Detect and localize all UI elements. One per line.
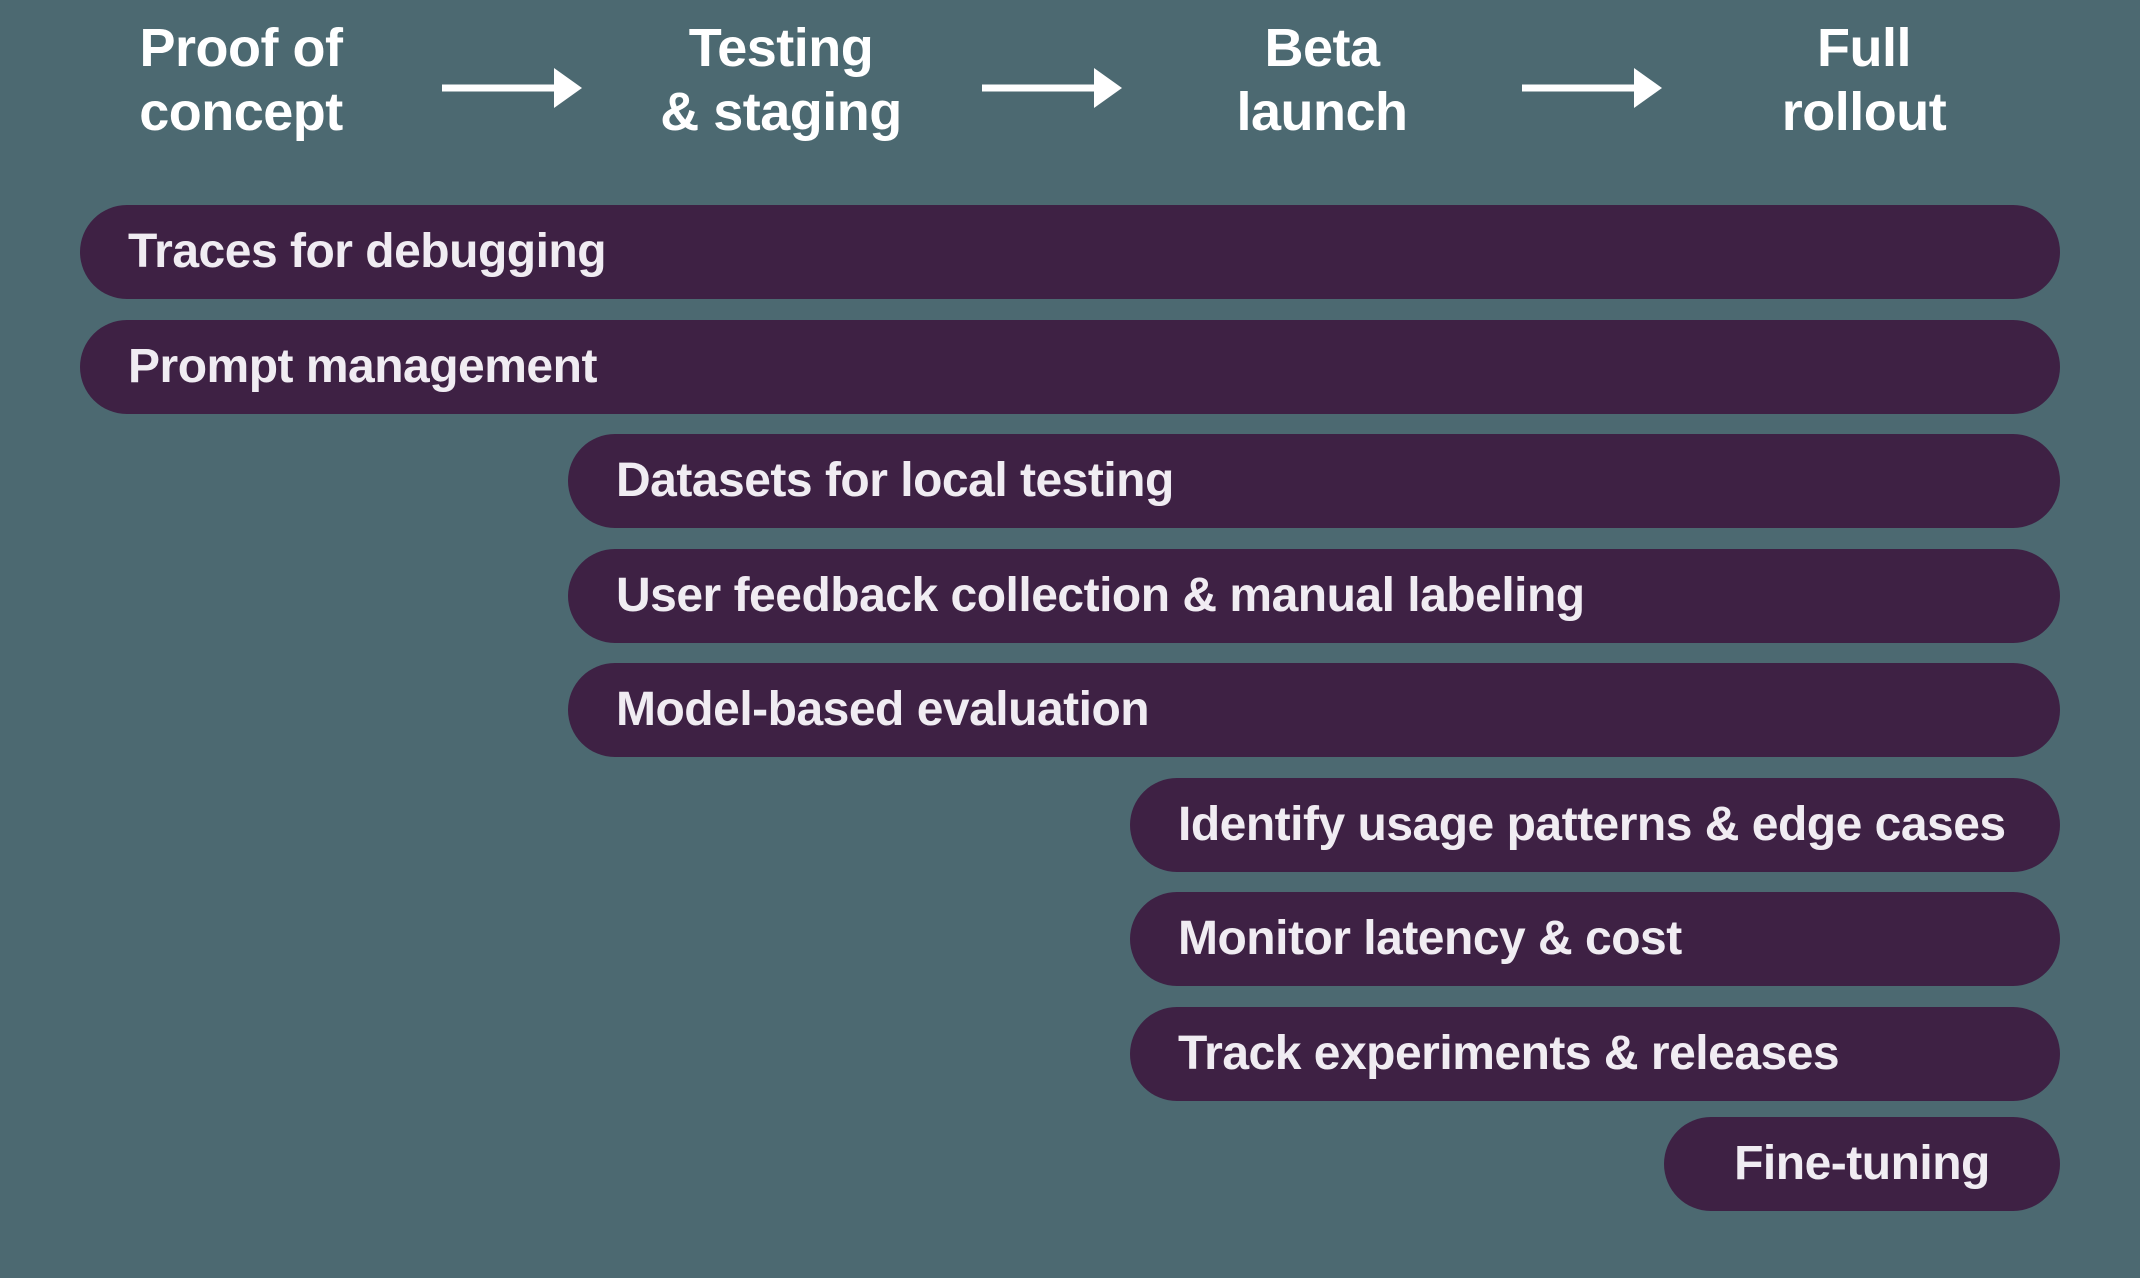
stage-label-line: concept	[139, 82, 343, 142]
bar-model-based-evaluation: Model-based evaluation	[568, 663, 2060, 757]
stage-label-line: rollout	[1781, 82, 1947, 142]
stage-label-line: Proof of	[139, 18, 343, 78]
right-arrow-icon	[442, 68, 582, 108]
stage-header-proof-of-concept: Proof of concept	[11, 16, 471, 144]
bar-track-experiments-releases: Track experiments & releases	[1130, 1007, 2060, 1101]
stage-label-line: launch	[1236, 82, 1408, 142]
stage-label-line: Beta	[1264, 18, 1380, 78]
right-arrow-icon	[1522, 68, 1662, 108]
bar-fine-tuning: Fine-tuning	[1664, 1117, 2060, 1211]
bar-datasets-for-local-testing: Datasets for local testing	[568, 434, 2060, 528]
bar-identify-usage-patterns: Identify usage patterns & edge cases	[1130, 778, 2060, 872]
stage-label-line: Full	[1817, 18, 1911, 78]
bar-traces-for-debugging: Traces for debugging	[80, 205, 2060, 299]
bar-prompt-management: Prompt management	[80, 320, 2060, 414]
stage-header-full-rollout: Full rollout	[1634, 16, 2094, 144]
stage-header-testing-staging: Testing & staging	[551, 16, 1011, 144]
bar-monitor-latency-cost: Monitor latency & cost	[1130, 892, 2060, 986]
bar-user-feedback-collection: User feedback collection & manual labeli…	[568, 549, 2060, 643]
right-arrow-icon	[982, 68, 1122, 108]
stage-label-line: & staging	[660, 82, 902, 142]
stage-label-line: Testing	[688, 18, 874, 78]
stage-header-beta-launch: Beta launch	[1092, 16, 1552, 144]
